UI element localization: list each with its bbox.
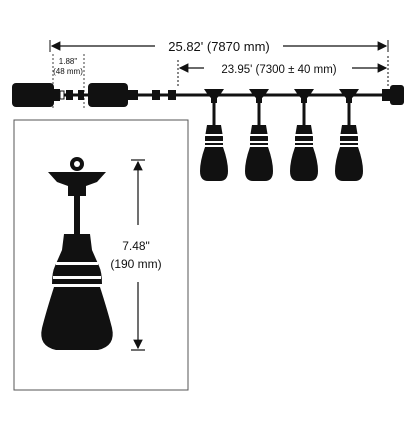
large-pendant-icon — [41, 157, 113, 350]
pendant-height-label: 7.48" — [122, 239, 150, 253]
pendant-bulb-icon — [290, 89, 318, 181]
pendant-bulb-icon — [335, 89, 363, 181]
pendant-bulbs — [200, 89, 363, 181]
pendant-bulb-icon — [245, 89, 273, 181]
pendant-bulb-icon — [200, 89, 228, 181]
end-plug-icon — [382, 85, 404, 105]
cord-clip-icon — [168, 90, 176, 100]
plug-gap-label: 1.88" — [59, 57, 78, 66]
cord-clip-icon — [152, 90, 160, 100]
total-length-dimension: 25.82' (7870 mm) — [49, 39, 389, 54]
plug-gap-mm-label: (48 mm) — [53, 67, 83, 76]
pendant-height-dimension: 7.48" (190 mm) — [110, 159, 162, 351]
total-length-label: 25.82' (7870 mm) — [168, 39, 269, 54]
inset-detail-frame — [13, 119, 189, 391]
bulb-section-label: 23.95' (7300 ± 40 mm) — [221, 64, 336, 76]
bulb-section-dimension: 23.95' (7300 ± 40 mm) — [177, 56, 389, 88]
plug-gap-dimension: 1.88" (48 mm) — [52, 54, 85, 110]
male-plug-icon — [12, 83, 73, 107]
female-connector-icon — [78, 83, 138, 107]
pendant-height-mm-label: (190 mm) — [110, 257, 161, 271]
